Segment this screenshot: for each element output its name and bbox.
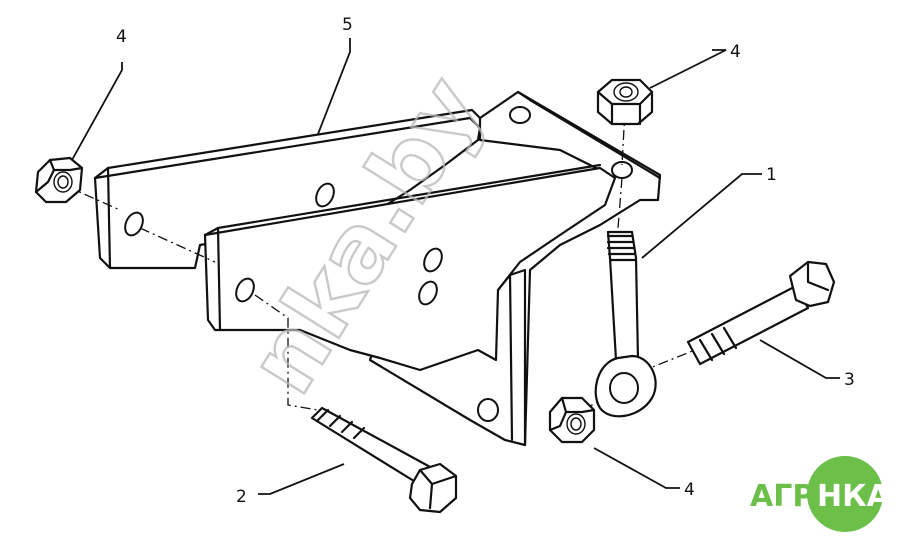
callout-3: 3 — [844, 370, 855, 390]
callout-2: 2 — [236, 487, 247, 507]
logo-circle — [807, 456, 883, 532]
bracket-hole — [124, 211, 144, 237]
bracket-hole — [423, 247, 443, 273]
bracket-hole — [418, 280, 438, 306]
callout-leaders — [71, 38, 840, 495]
nut-part-4-top-left — [34, 156, 84, 204]
callout-5: 5 — [342, 15, 353, 35]
nut-part-4-top-right — [596, 78, 654, 126]
callout-1: 1 — [766, 165, 777, 185]
callout-4-top-left: 4 — [116, 27, 127, 47]
bolt-part-3 — [686, 260, 836, 366]
bracket-hole — [315, 182, 335, 208]
logo-right-text: НКА — [817, 479, 891, 514]
agronka-logo: АГРО НКА — [750, 456, 891, 532]
bolt-part-2 — [310, 406, 458, 514]
nut-part-4-bottom — [548, 396, 596, 444]
eye-bolt-part-1 — [594, 230, 657, 418]
bracket-hole — [235, 277, 255, 303]
bracket-part-5 — [93, 90, 662, 447]
bracket-hole — [509, 106, 531, 124]
callout-4-top-right: 4 — [730, 42, 741, 62]
callout-4-bottom: 4 — [684, 480, 695, 500]
bracket-hole — [477, 398, 499, 422]
